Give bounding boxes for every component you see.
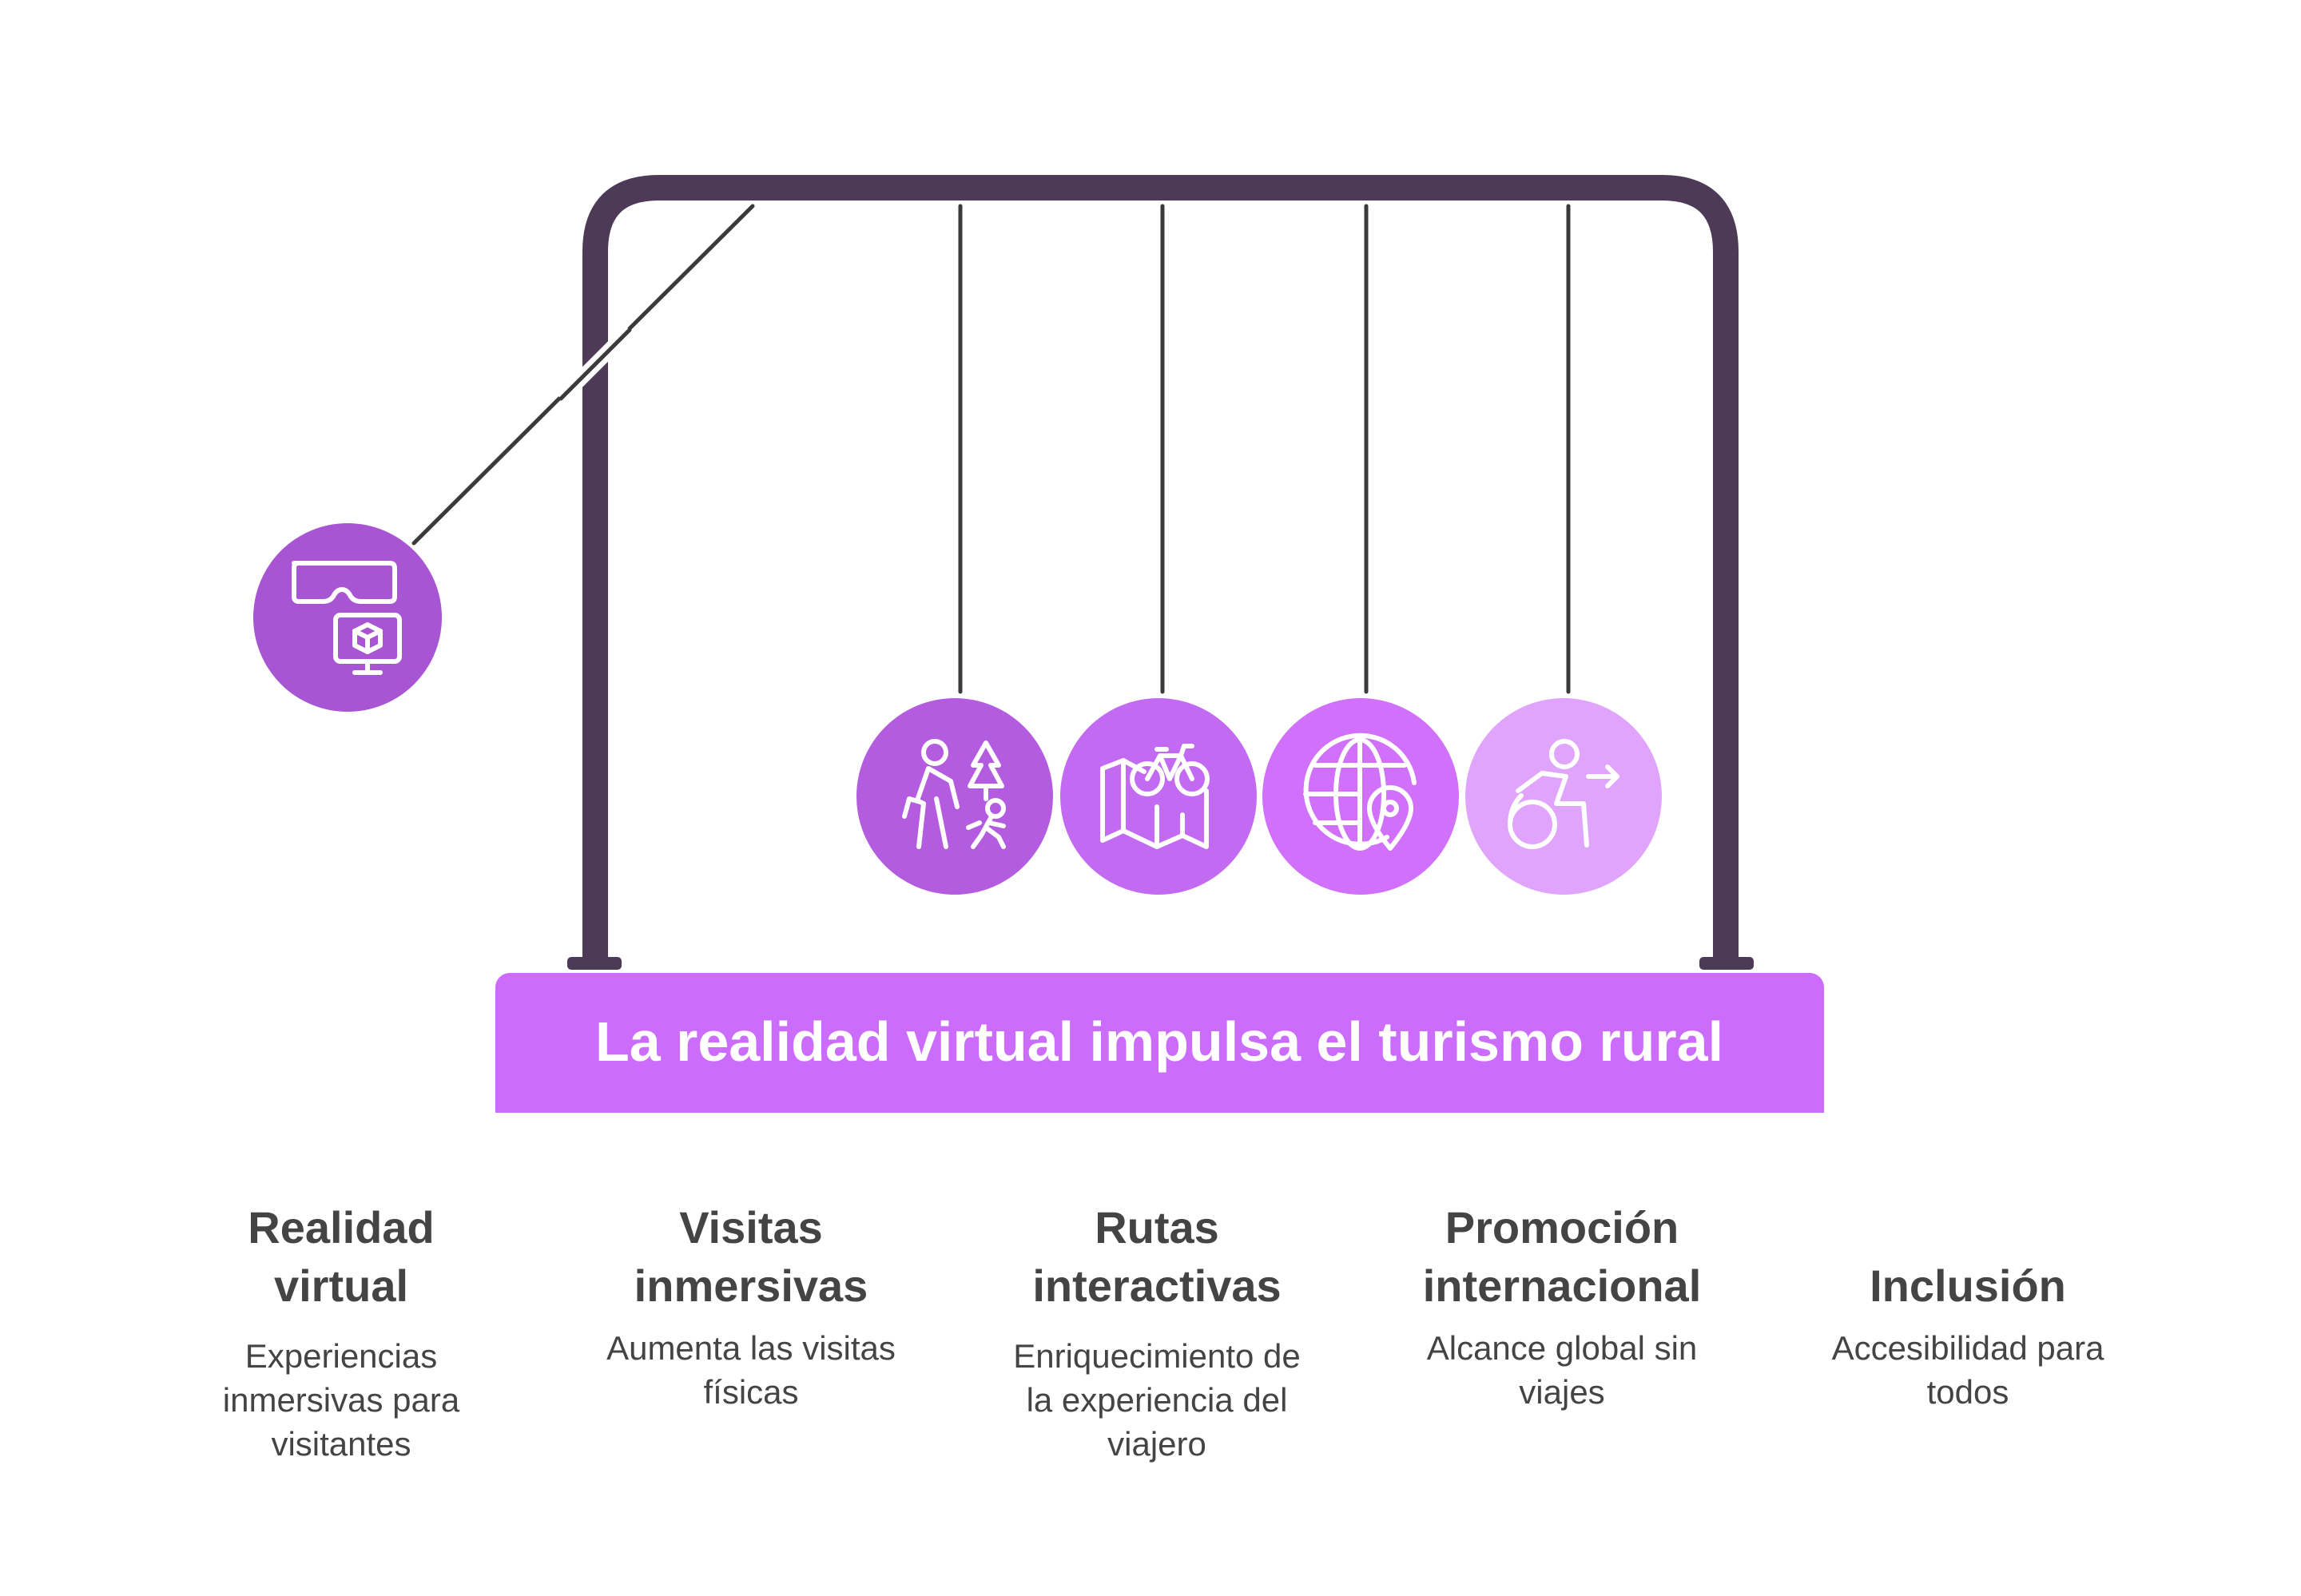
item-realidad-virtual: Realidad virtual Experiencias inmersivas…	[173, 1198, 509, 1466]
item-description: Enriquecimiento de la experiencia del vi…	[1013, 1337, 1301, 1463]
item-title: Rutas interactivas	[1032, 1202, 1282, 1311]
item-title: Visitas inmersivas	[634, 1202, 868, 1311]
wheelchair-arrow-icon	[1508, 739, 1619, 849]
banner-base-bottom	[495, 1086, 1824, 1113]
string-swinging-front	[558, 328, 632, 401]
item-description: Aumenta las visitas físicas	[606, 1329, 896, 1411]
frame-foot-left	[567, 957, 622, 970]
item-title: Promoción internacional	[1422, 1202, 1702, 1311]
vr-headset-monitor-icon	[292, 561, 402, 675]
item-description: Experiencias inmersivas para visitantes	[222, 1337, 460, 1463]
ball-inclusion	[1465, 698, 1662, 895]
item-inclusion: Inclusión Accesibilidad para todos	[1800, 1257, 2136, 1414]
item-rutas-interactivas: Rutas interactivas Enriquecimiento de la…	[989, 1198, 1325, 1466]
ball-rutas-interactivas	[1060, 698, 1257, 895]
item-title: Inclusión	[1870, 1261, 2066, 1311]
banner-title: La realidad virtual impulsa el turismo r…	[595, 1010, 1723, 1073]
item-visitas-inmersivas: Visitas inmersivas Aumenta las visitas f…	[583, 1198, 919, 1414]
map-bicycle-icon	[1100, 744, 1210, 849]
item-description: Accesibilidad para todos	[1831, 1329, 2104, 1411]
cradle-frame	[582, 175, 1739, 967]
banner-base	[495, 973, 1824, 1113]
item-description: Alcance global sin viajes	[1426, 1329, 1698, 1411]
hikers-tree-icon	[902, 739, 1006, 849]
globe-location-icon	[1303, 732, 1417, 851]
item-promocion-internacional: Promoción internacional Alcance global s…	[1394, 1198, 1730, 1414]
frame-foot-right	[1699, 957, 1754, 970]
item-title: Realidad virtual	[248, 1202, 435, 1311]
